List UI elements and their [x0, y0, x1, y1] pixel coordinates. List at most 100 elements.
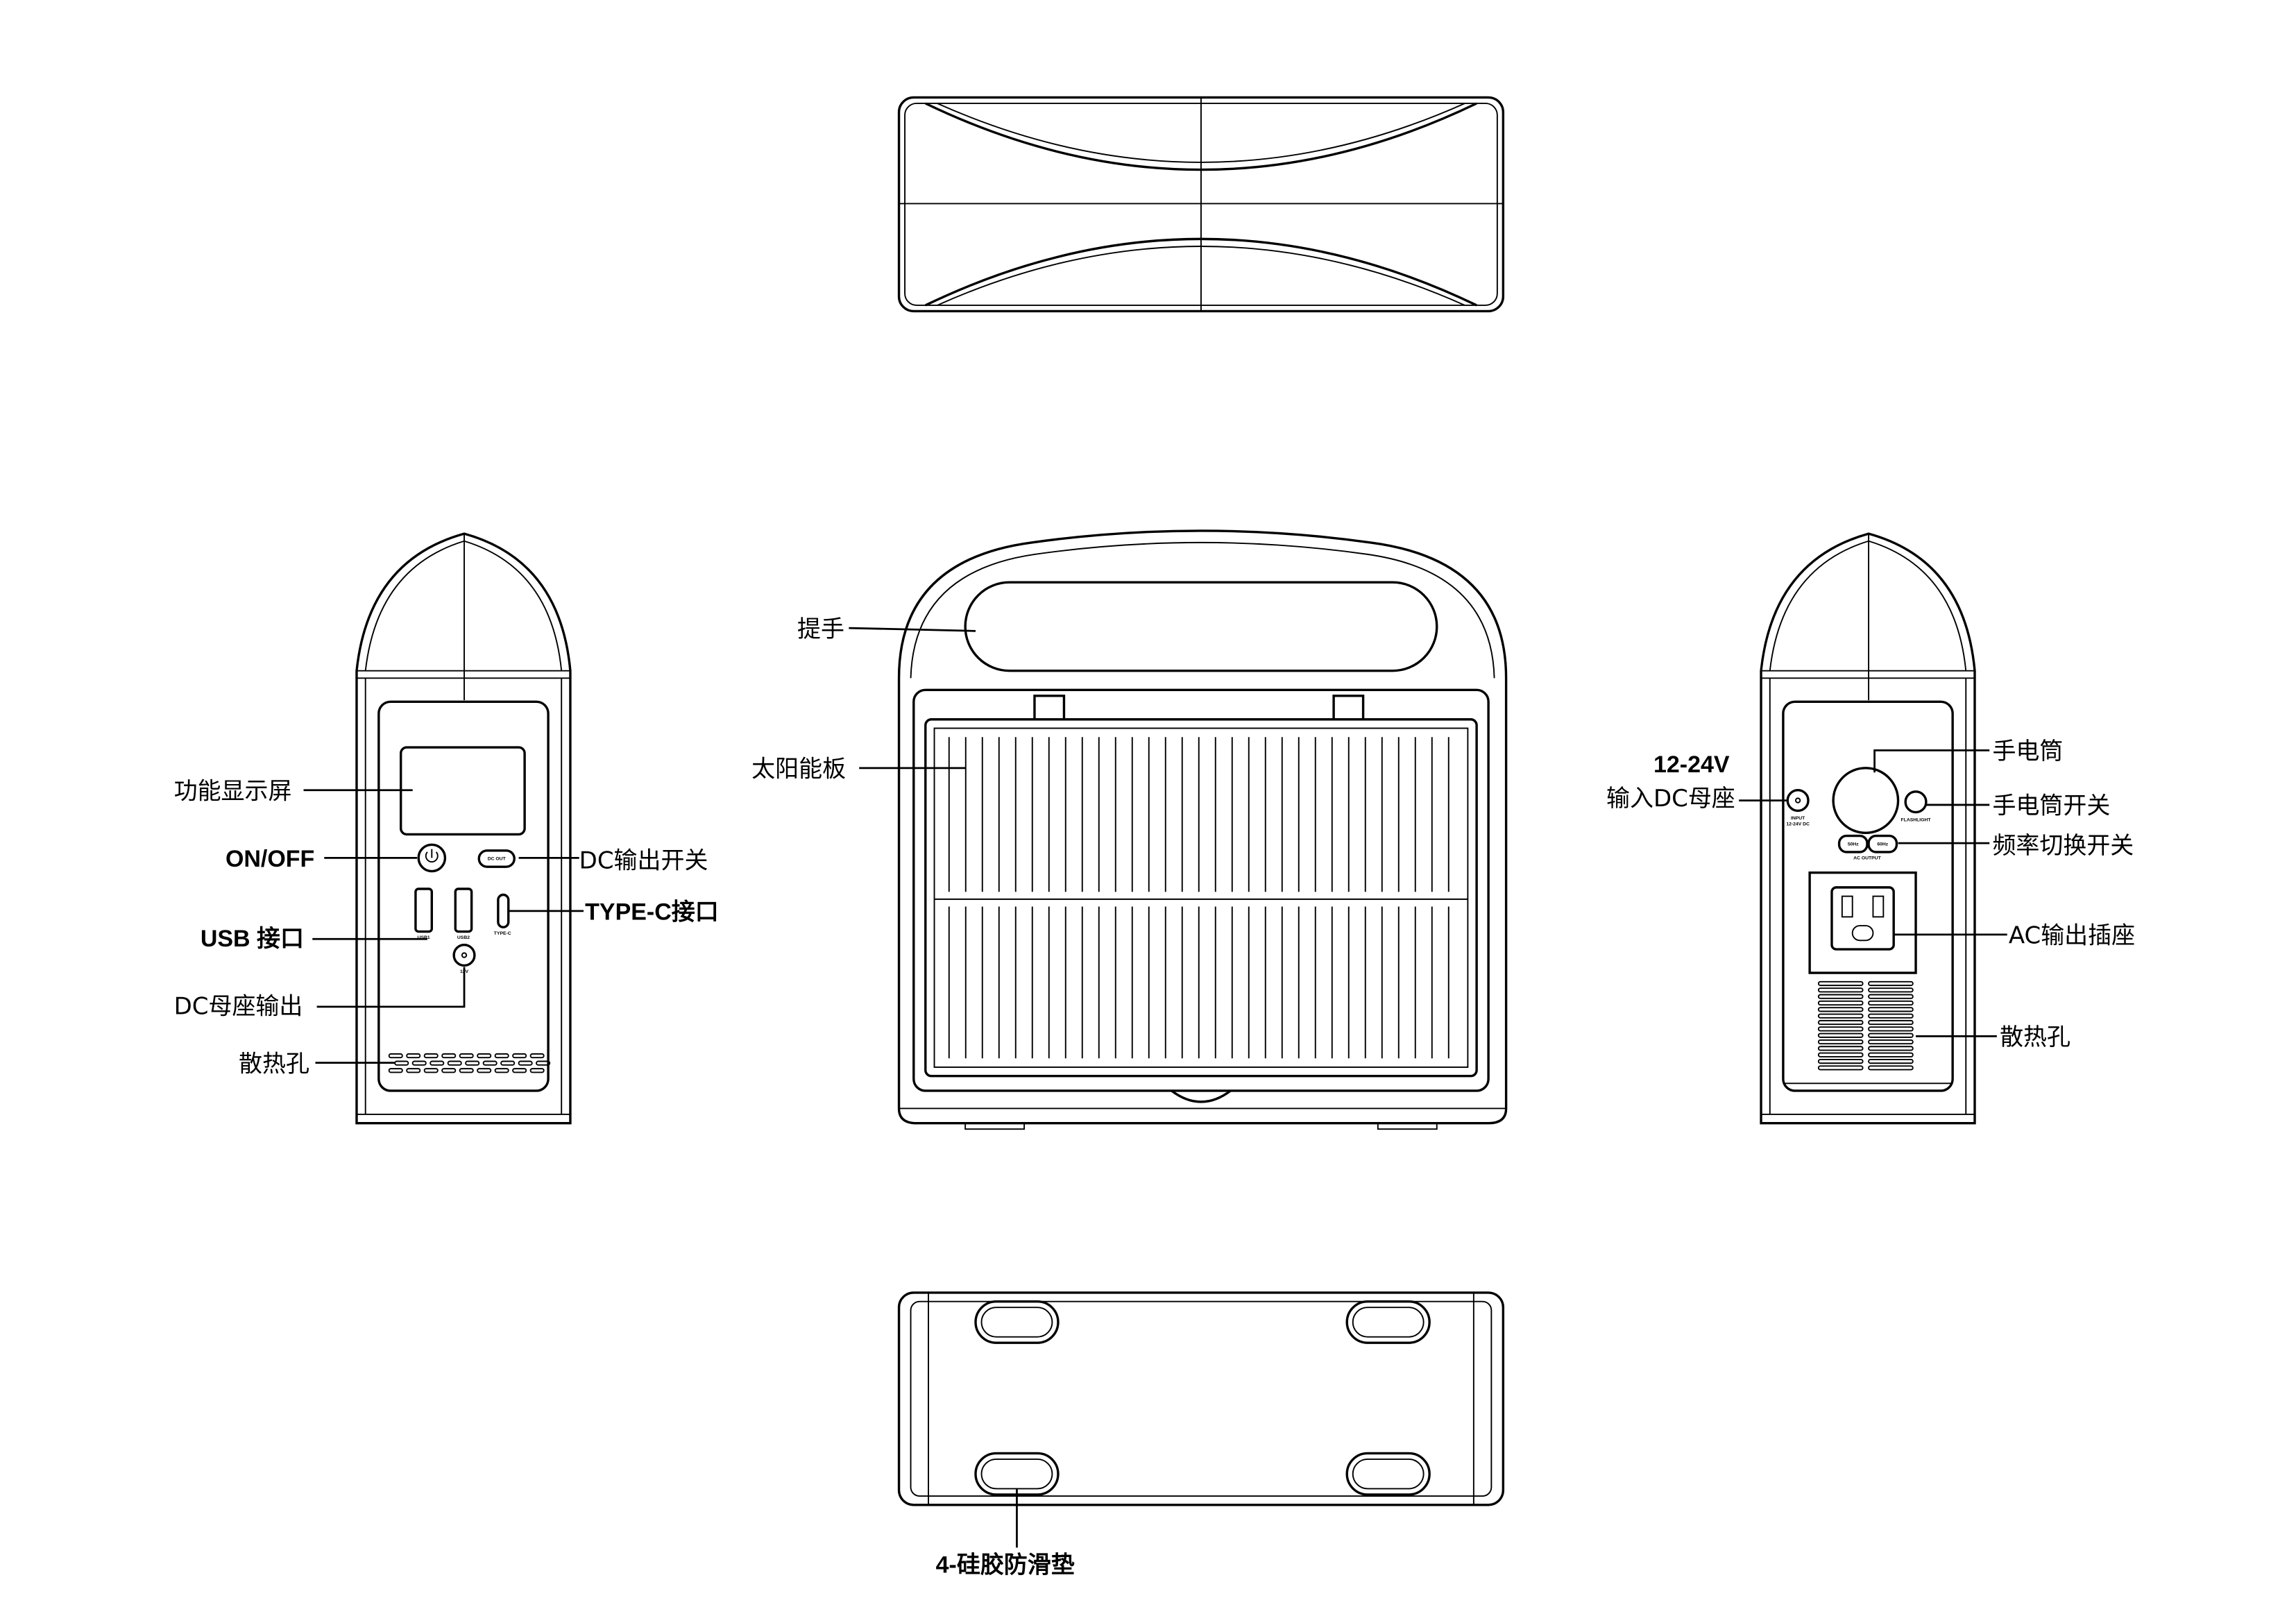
vent-slot — [1868, 1052, 1914, 1057]
vent-slot — [1868, 1046, 1914, 1051]
label-flashlight: 手电筒 — [1992, 738, 2063, 765]
vent-slot — [430, 1060, 445, 1066]
vent-slot — [1868, 1007, 1914, 1012]
hz50-button — [1837, 834, 1869, 853]
label-display: 功能显示屏 — [174, 777, 292, 805]
anti-slip-pad — [974, 1300, 1060, 1344]
vent-slot — [494, 1053, 509, 1059]
handle-hole — [964, 581, 1438, 672]
label-dc-jack-out: DC母座输出 — [174, 993, 303, 1021]
vent-slot — [518, 1060, 533, 1066]
vent-slot — [388, 1053, 403, 1059]
type-c-port — [497, 893, 510, 928]
vent-slot — [1817, 1019, 1864, 1026]
vent-slot — [423, 1053, 439, 1059]
vent-slot — [477, 1053, 492, 1059]
callouts: 功能显示屏 ON/OFF USB 接口 DC母座输出 散热孔 DC输出开关 TY… — [174, 615, 2135, 1579]
vent-slot — [1868, 1039, 1914, 1045]
vent-holes — [1817, 980, 1914, 1071]
vent-slot — [1868, 1026, 1914, 1032]
left-view: DC OUT USB1 USB2 TYPE-C 12V — [355, 532, 572, 1125]
flashlight-button — [1904, 790, 1928, 814]
vent-slot — [482, 1060, 498, 1066]
vent-slot — [1868, 994, 1914, 999]
vent-slot — [1817, 987, 1864, 993]
label-handle: 提手 — [797, 615, 844, 643]
vent-slot — [1817, 1007, 1864, 1012]
label-vents-right: 散热孔 — [2000, 1023, 2070, 1051]
vent-slot — [423, 1068, 439, 1073]
vent-slot — [1868, 980, 1914, 987]
solar-panel — [924, 718, 1478, 1078]
vent-slot — [1868, 1000, 1914, 1006]
dc-jack — [452, 944, 476, 967]
vent-slot — [459, 1068, 474, 1073]
vent-slot — [459, 1053, 474, 1059]
solar-cells — [948, 737, 1449, 1059]
vent-slot — [529, 1053, 545, 1059]
svg-text:AC OUTPUT: AC OUTPUT — [1853, 856, 1881, 861]
vent-slot — [494, 1068, 509, 1073]
vent-slot — [1817, 1013, 1864, 1019]
vent-slot — [1868, 1058, 1914, 1064]
vent-slot — [1817, 1058, 1864, 1064]
bottom-view — [897, 1291, 1505, 1506]
vent-slot — [1817, 1000, 1864, 1006]
label-power: ON/OFF — [226, 846, 314, 872]
vent-slot — [1817, 1039, 1864, 1045]
svg-text:FLASHLIGHT: FLASHLIGHT — [1901, 817, 1932, 822]
vent-slot — [406, 1068, 421, 1073]
vent-slot — [477, 1068, 492, 1073]
vent-slot — [394, 1060, 409, 1066]
vent-slot — [1868, 1033, 1914, 1038]
top-view — [897, 96, 1505, 313]
vent-slot — [447, 1060, 462, 1066]
vent-slot — [512, 1053, 527, 1059]
vent-slot — [500, 1060, 516, 1066]
label-dc-input: 输入DC母座 — [1606, 785, 1735, 813]
label-solar: 太阳能板 — [751, 756, 846, 783]
label-voltage: 12-24V — [1653, 751, 1730, 778]
vent-slot — [1868, 1019, 1914, 1026]
anti-slip-pad — [1345, 1452, 1431, 1496]
vent-slot — [1868, 1013, 1914, 1019]
dc-input-jack — [1786, 789, 1810, 813]
ac-socket — [1808, 871, 1917, 974]
anti-slip-pad — [1345, 1300, 1431, 1344]
label-usb: USB 接口 — [201, 926, 304, 952]
label-dc-switch: DC输出开关 — [579, 847, 708, 874]
dc-out-button — [477, 849, 516, 868]
vent-slot — [529, 1068, 545, 1073]
svg-text:INPUT: INPUT — [1791, 816, 1805, 821]
svg-text:12-24V DC: 12-24V DC — [1786, 822, 1810, 827]
vent-slot — [536, 1060, 551, 1066]
vent-slot — [1868, 1065, 1914, 1071]
vent-slot — [512, 1068, 527, 1073]
vent-slot — [1868, 987, 1914, 993]
svg-text:60Hz: 60Hz — [1877, 842, 1888, 847]
label-ac-socket: AC输出插座 — [2009, 922, 2135, 950]
svg-text:DC OUT: DC OUT — [488, 857, 507, 862]
vent-slot — [441, 1068, 457, 1073]
vent-slot — [465, 1060, 480, 1066]
vent-slot — [388, 1068, 403, 1073]
vent-slot — [1817, 1065, 1864, 1071]
svg-text:TYPE-C: TYPE-C — [494, 931, 511, 936]
label-freq-switch: 频率切换开关 — [1992, 832, 2134, 860]
vent-slot — [1817, 994, 1864, 999]
label-type-c: TYPE-C接口 — [585, 899, 719, 926]
svg-text:50Hz: 50Hz — [1848, 842, 1859, 847]
label-flashlight-switch: 手电筒开关 — [1992, 792, 2110, 820]
usb1-port — [414, 887, 433, 933]
vent-slot — [441, 1053, 457, 1059]
vent-slot — [1817, 1052, 1864, 1057]
center-view — [897, 529, 1508, 1130]
flashlight-lens — [1832, 767, 1900, 834]
label-feet: 4-硅胶防滑垫 — [936, 1552, 1075, 1578]
right-view: INPUT 12-24V DC FLASHLIGHT 50Hz 60Hz AC … — [1760, 532, 1976, 1125]
display-screen — [399, 746, 526, 836]
power-button — [417, 843, 447, 873]
vent-slot — [1817, 1033, 1864, 1038]
